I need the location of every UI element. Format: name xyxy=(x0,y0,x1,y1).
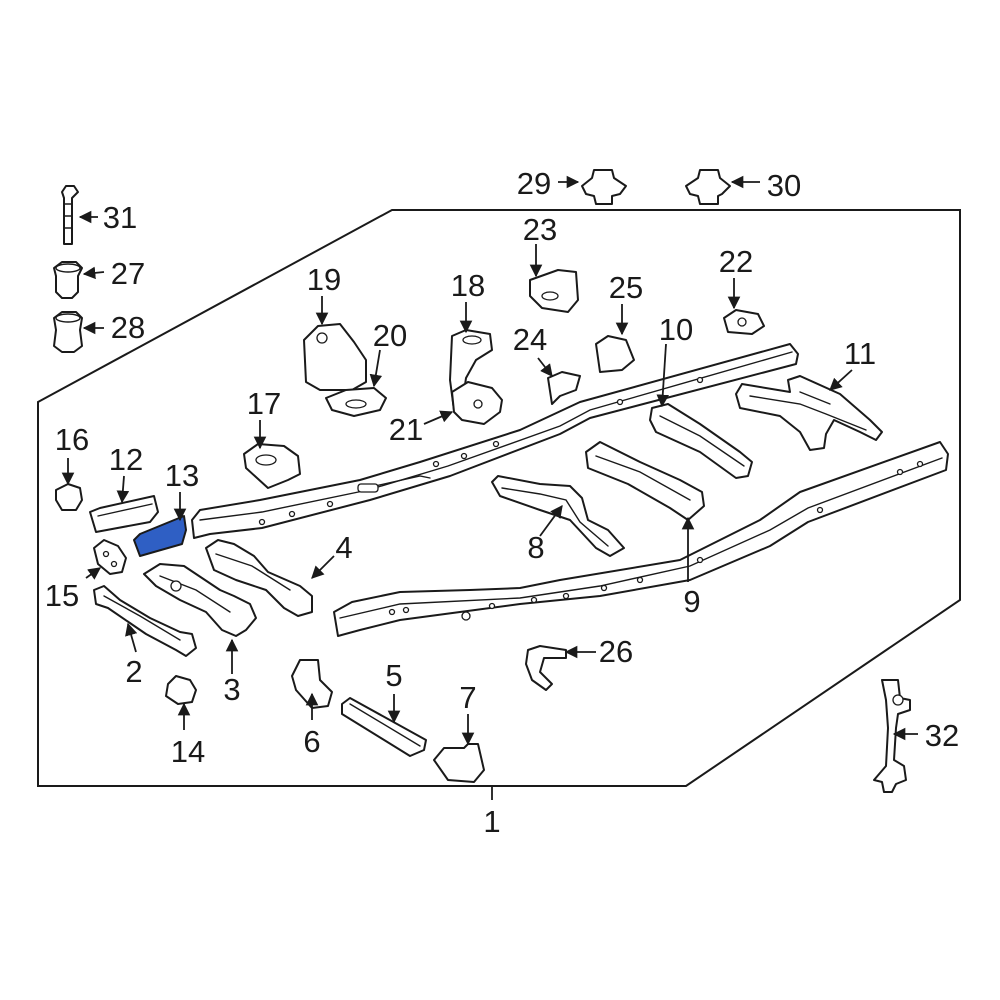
callout-23[interactable]: 23 xyxy=(523,212,557,247)
bracket-32[interactable] xyxy=(873,679,911,793)
pipe-26[interactable] xyxy=(525,645,567,691)
callout-25[interactable]: 25 xyxy=(609,270,643,305)
callout-14[interactable]: 14 xyxy=(171,734,205,769)
frame-rail-lower[interactable] xyxy=(333,441,949,637)
leader-lines xyxy=(61,175,918,746)
bracket-7[interactable] xyxy=(433,743,485,783)
callout-6[interactable]: 6 xyxy=(303,724,320,759)
callout-2[interactable]: 2 xyxy=(125,654,142,689)
bushing-27[interactable] xyxy=(53,261,83,299)
crossmember-9[interactable] xyxy=(585,441,705,521)
callout-21[interactable]: 21 xyxy=(389,412,423,447)
callout-17[interactable]: 17 xyxy=(247,386,281,421)
callout-24[interactable]: 24 xyxy=(513,322,547,357)
bracket-20[interactable] xyxy=(325,387,387,417)
crossmember-4[interactable] xyxy=(205,539,313,617)
callout-12[interactable]: 12 xyxy=(109,442,143,477)
bracket-22[interactable] xyxy=(723,309,765,335)
callout-numbers: 1 2 3 4 5 6 7 8 9 10 11 12 13 14 15 16 1… xyxy=(45,166,959,839)
callout-4[interactable]: 4 xyxy=(335,530,352,565)
callout-29[interactable]: 29 xyxy=(517,166,551,201)
bracket-16[interactable] xyxy=(55,483,83,511)
callout-22[interactable]: 22 xyxy=(719,244,753,279)
callout-30[interactable]: 30 xyxy=(767,168,801,203)
bracket-25[interactable] xyxy=(595,335,635,373)
callout-1[interactable]: 1 xyxy=(483,804,500,839)
callout-20[interactable]: 20 xyxy=(373,318,407,353)
mount-30[interactable] xyxy=(685,169,731,205)
callout-7[interactable]: 7 xyxy=(459,680,476,715)
callout-10[interactable]: 10 xyxy=(659,312,693,347)
callout-11[interactable]: 11 xyxy=(844,336,876,371)
crossmember-8[interactable] xyxy=(491,475,625,557)
callout-15[interactable]: 15 xyxy=(45,578,79,613)
crossmember-2[interactable] xyxy=(93,585,197,657)
frame-rail-upper[interactable] xyxy=(191,343,799,539)
callout-3[interactable]: 3 xyxy=(223,672,240,707)
bushing-28[interactable] xyxy=(53,311,83,353)
bolt-31[interactable] xyxy=(61,185,79,245)
callout-31[interactable]: 31 xyxy=(103,200,137,235)
mount-29[interactable] xyxy=(581,169,627,205)
mount-21[interactable] xyxy=(451,381,503,425)
bracket-23[interactable] xyxy=(529,269,579,313)
bracket-15[interactable] xyxy=(93,539,127,575)
crossmember-11[interactable] xyxy=(735,375,883,451)
crossmember-3[interactable] xyxy=(143,563,257,637)
bracket-6[interactable] xyxy=(291,659,333,709)
reinforcement-13[interactable] xyxy=(133,515,187,557)
bracket-17[interactable] xyxy=(243,443,301,489)
bracket-24[interactable] xyxy=(547,371,581,405)
callout-9[interactable]: 9 xyxy=(683,584,700,619)
callout-5[interactable]: 5 xyxy=(385,658,402,693)
bracket-14[interactable] xyxy=(165,675,197,705)
callout-19[interactable]: 19 xyxy=(307,262,341,297)
callout-27[interactable]: 27 xyxy=(111,256,145,291)
assembly-boundary xyxy=(37,209,961,787)
callout-26[interactable]: 26 xyxy=(599,634,633,669)
callout-16[interactable]: 16 xyxy=(55,422,89,457)
callout-28[interactable]: 28 xyxy=(111,310,145,345)
side-rail-5[interactable] xyxy=(341,697,427,757)
callout-8[interactable]: 8 xyxy=(527,530,544,565)
bracket-19[interactable] xyxy=(303,323,367,391)
crossmember-10[interactable] xyxy=(649,403,753,479)
callout-32[interactable]: 32 xyxy=(925,718,959,753)
callout-13[interactable]: 13 xyxy=(165,458,199,493)
callout-18[interactable]: 18 xyxy=(451,268,485,303)
reinforcement-12[interactable] xyxy=(89,495,159,533)
